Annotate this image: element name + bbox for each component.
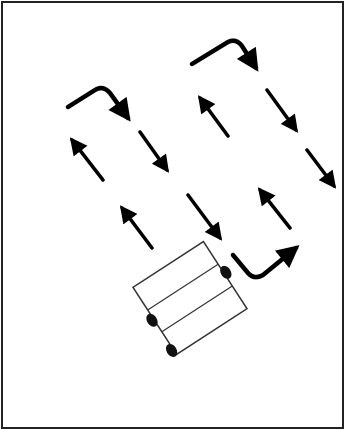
diagram-frame <box>2 2 343 428</box>
